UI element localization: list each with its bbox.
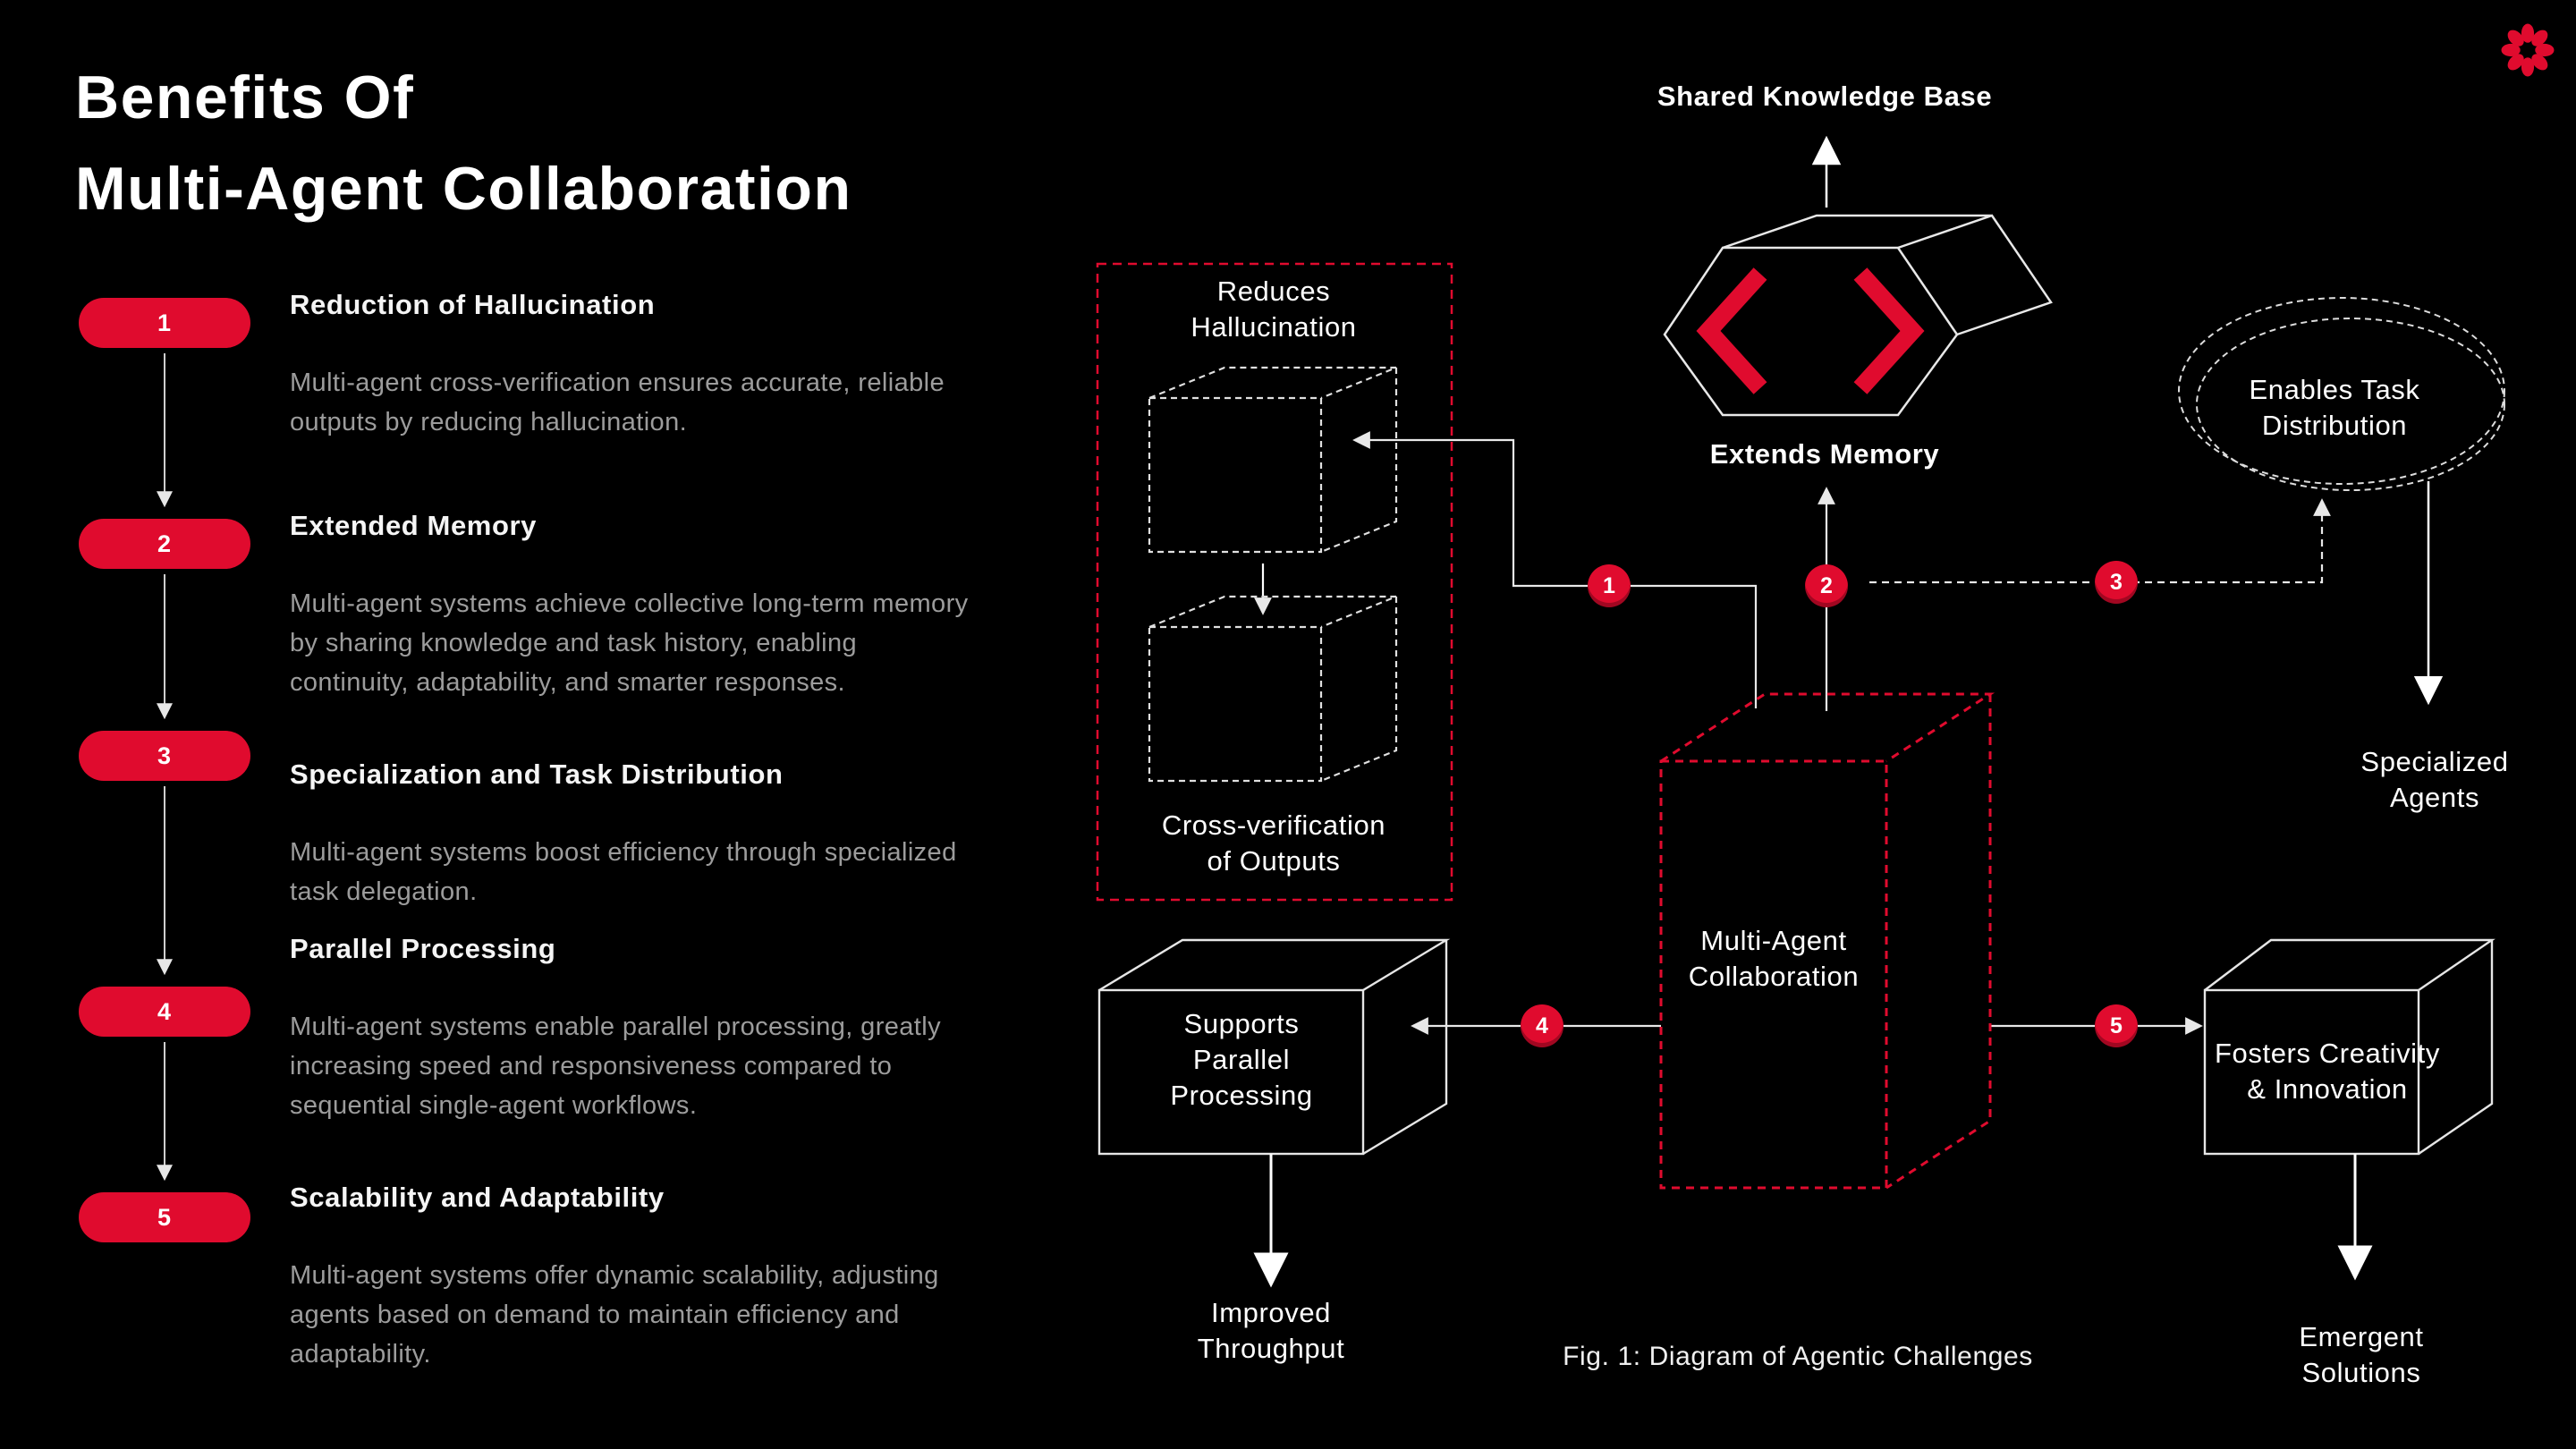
benefit-heading: Specialization and Task Distribution bbox=[290, 758, 784, 790]
cross-verification-cube-icon bbox=[1148, 595, 1398, 783]
page-title-line2: Multi-Agent Collaboration bbox=[75, 155, 852, 223]
connector-marker-4: 4 bbox=[1521, 1004, 1563, 1047]
benefit-body: Multi-agent cross-verification ensures a… bbox=[290, 369, 945, 436]
benefit-item-3: Specialization and Task Distribution Mul… bbox=[290, 758, 983, 911]
step-pill-number: 4 bbox=[157, 997, 173, 1025]
benefit-body: Multi-agent systems offer dynamic scalab… bbox=[290, 1261, 939, 1368]
benefit-body: Multi-agent systems boost efficiency thr… bbox=[290, 838, 957, 906]
benefit-heading: Extended Memory bbox=[290, 510, 538, 541]
step-pill-number: 3 bbox=[157, 741, 173, 769]
step-pill-2: 2 bbox=[79, 519, 250, 569]
step-pill-number: 5 bbox=[157, 1203, 173, 1231]
connector-reduces-hallucination bbox=[1352, 431, 1758, 708]
label-improved-throughput: Improved Throughput bbox=[1197, 1297, 1345, 1364]
code-brackets-icon bbox=[1696, 267, 1925, 394]
benefit-heading: Reduction of Hallucination bbox=[290, 289, 656, 320]
figure-caption: Fig. 1: Diagram of Agentic Challenges bbox=[1563, 1342, 2033, 1371]
connector-marker-5: 5 bbox=[2095, 1004, 2138, 1047]
label-specialized-agents: Specialized Agents bbox=[2360, 746, 2509, 813]
step-pill-5: 5 bbox=[79, 1192, 250, 1242]
step-pill-4: 4 bbox=[79, 987, 250, 1037]
page-title: Benefits Of Multi-Agent Collaboration bbox=[75, 52, 852, 234]
benefit-heading: Parallel Processing bbox=[290, 933, 556, 964]
benefit-item-4: Parallel Processing Multi-agent systems … bbox=[290, 932, 983, 1125]
label-emergent-solutions: Emergent Solutions bbox=[2299, 1321, 2424, 1388]
connector-marker-1: 1 bbox=[1588, 564, 1631, 607]
benefit-body: Multi-agent systems achieve collective l… bbox=[290, 589, 969, 697]
connector-marker-3: 3 bbox=[2095, 561, 2138, 604]
label-multi-agent-collaboration: Multi-Agent Collaboration bbox=[1688, 925, 1860, 992]
label-shared-knowledge-base: Shared Knowledge Base bbox=[1657, 80, 1993, 112]
connector-marker-2: 2 bbox=[1805, 564, 1848, 607]
benefit-item-2: Extended Memory Multi-agent systems achi… bbox=[290, 509, 983, 702]
step-pill-3: 3 bbox=[79, 731, 250, 781]
benefit-heading: Scalability and Adaptability bbox=[290, 1182, 665, 1213]
label-supports-parallel-processing: Supports Parallel Processing bbox=[1170, 1008, 1313, 1111]
hallucination-group-frame bbox=[1096, 262, 1453, 902]
step-pill-number: 2 bbox=[157, 530, 173, 557]
step-pill-1: 1 bbox=[79, 298, 250, 348]
knowledge-base-hexagon-icon bbox=[1663, 214, 2053, 417]
benefit-body: Multi-agent systems enable parallel proc… bbox=[290, 1013, 942, 1120]
brand-flower-icon bbox=[2499, 21, 2556, 79]
step-pill-number: 1 bbox=[157, 309, 173, 336]
label-cross-verification: Cross-verification of Outputs bbox=[1161, 809, 1386, 877]
benefit-item-5: Scalability and Adaptability Multi-agent… bbox=[290, 1181, 983, 1374]
benefit-item-1: Reduction of Hallucination Multi-agent c… bbox=[290, 288, 983, 442]
label-extends-memory: Extends Memory bbox=[1709, 438, 1940, 470]
label-reduces-hallucination: Reduces Hallucination bbox=[1191, 275, 1357, 343]
connector-task-distribution bbox=[1869, 498, 2331, 584]
page-title-line1: Benefits Of bbox=[75, 64, 415, 131]
reduces-hallucination-cube-icon bbox=[1148, 366, 1398, 554]
label-fosters-creativity: Fosters Creativity & Innovation bbox=[2215, 1038, 2440, 1105]
label-enables-task-distribution: Enables Task Distribution bbox=[2249, 374, 2420, 441]
